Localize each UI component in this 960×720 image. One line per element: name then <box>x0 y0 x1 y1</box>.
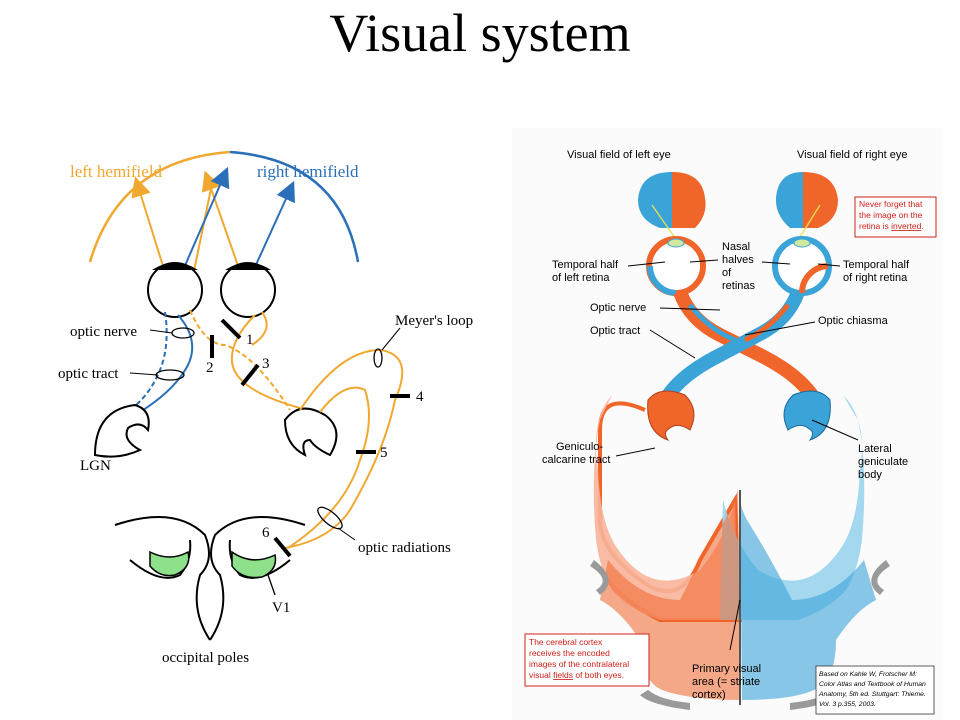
meyers-loop-marker <box>373 348 383 368</box>
left-optic-path-blue-2 <box>139 314 194 413</box>
lateral-label-3: body <box>858 469 882 481</box>
optic-tract-marker <box>155 369 185 381</box>
left-hemifield-label: left hemifield <box>70 162 163 181</box>
svg-text:Color Atlas and Textbook of Hu: Color Atlas and Textbook of Human <box>819 681 926 688</box>
left-schematic-diagram: left hemifield right hemifield optic ner… <box>58 150 473 666</box>
primary-visual-label-2: area (= striate <box>692 676 760 688</box>
nasal-label-1: Nasal <box>722 241 750 253</box>
svg-text:The cerebral cortex: The cerebral cortex <box>529 637 603 647</box>
lgn-label: LGN <box>80 458 111 474</box>
occipital-poles-shape <box>114 516 306 641</box>
lesion-label-3: 3 <box>262 356 270 372</box>
meyers-loop-label: Meyer's loop <box>395 313 473 329</box>
optic-chiasma-label: Optic chiasma <box>818 315 889 327</box>
nasal-label-2: halves <box>722 254 754 266</box>
svg-text:Anatomy, 5th ed. Stuttgart: Th: Anatomy, 5th ed. Stuttgart: Thieme. <box>818 691 926 698</box>
left-visual-field-disc <box>638 172 706 228</box>
svg-text:Vol. 3 p.355, 2003.: Vol. 3 p.355, 2003. <box>819 701 876 708</box>
left-optic-path-orange <box>189 309 291 411</box>
visual-field-left-label: Visual field of left eye <box>567 149 671 161</box>
right-lgn-shape <box>283 407 338 457</box>
optic-radiations-marker <box>317 506 343 530</box>
lesion-label-4: 4 <box>416 389 424 405</box>
visual-field-right-label: Visual field of right eye <box>797 149 907 161</box>
svg-text:retina is inverted.: retina is inverted. <box>859 221 924 231</box>
citation-box: Based on Kahle W, Frotscher M: Color Atl… <box>815 665 935 715</box>
lesion-bar-3 <box>240 363 260 387</box>
lesion-label-2: 2 <box>206 360 214 376</box>
optic-nerve-right <box>658 289 805 404</box>
optic-tract-label: optic tract <box>58 366 119 382</box>
right-orange-out <box>251 311 268 346</box>
v1-region-right <box>231 550 277 579</box>
occipital-poles-label: occipital poles <box>162 650 249 666</box>
right-hemifield-arc <box>229 150 360 263</box>
lesion-label-1: 1 <box>246 332 254 348</box>
cortex-note-box: The cerebral cortex receives the encoded… <box>524 633 650 687</box>
lesion-bar-6 <box>273 536 292 558</box>
lesion-label-5: 5 <box>380 445 388 461</box>
primary-visual-label-3: cortex) <box>692 689 726 701</box>
primary-visual-label-1: Primary visual <box>692 663 761 675</box>
geniculo-label-1: Geniculo- <box>556 441 603 453</box>
svg-text:Based on Kahle W, Frotscher M:: Based on Kahle W, Frotscher M: <box>819 671 917 678</box>
geniculo-label-2: calcarine tract <box>542 454 610 466</box>
optic-nerve-label-right: Optic nerve <box>590 302 646 314</box>
nasal-label-3: of <box>722 267 732 279</box>
occipital-left-cortex <box>600 490 740 700</box>
left-eye <box>147 262 203 318</box>
right-anatomical-diagram: Visual field of left eye Visual field of… <box>512 128 942 720</box>
left-eyeball <box>646 236 706 296</box>
optic-radiation-path <box>287 386 370 549</box>
lesion-label-6: 6 <box>262 525 270 541</box>
right-lgn-body <box>783 390 831 442</box>
optic-radiations-label: optic radiations <box>358 540 451 556</box>
occipital-right-cortex <box>739 490 876 700</box>
right-hemifield-label: right hemifield <box>257 162 359 181</box>
left-optic-path-blue <box>129 311 168 411</box>
lesion-bar-1 <box>220 318 242 340</box>
temporal-right-label-1: Temporal half <box>843 259 910 271</box>
temporal-left-label-2: of left retina <box>552 272 610 284</box>
right-visual-field-disc <box>775 172 838 228</box>
lateral-label-1: Lateral <box>858 443 892 455</box>
optic-nerve-marker <box>171 327 195 339</box>
optic-nerve-label: optic nerve <box>70 324 137 340</box>
v1-label: V1 <box>272 600 290 616</box>
right-eye <box>220 262 276 318</box>
left-lgn-shape <box>93 403 150 458</box>
lateral-label-2: geniculate <box>858 456 908 468</box>
optic-tract-label-right: Optic tract <box>590 325 640 337</box>
page-title: Visual system <box>329 3 631 63</box>
v1-region-left <box>149 550 190 577</box>
right-eyeball <box>772 236 832 296</box>
svg-text:visual fields of both eyes.: visual fields of both eyes. <box>529 670 624 680</box>
svg-text:the image on the: the image on the <box>859 210 923 220</box>
temporal-left-label-1: Temporal half <box>552 259 619 271</box>
svg-text:Never forget that: Never forget that <box>859 199 923 209</box>
inverted-note-box: Never forget that the image on the retin… <box>854 196 937 238</box>
right-optic-path-orange <box>230 314 301 409</box>
svg-text:images of the contralateral: images of the contralateral <box>529 659 629 669</box>
nasal-label-4: retinas <box>722 280 756 292</box>
meyers-loop-path <box>284 348 404 549</box>
left-lgn-body <box>647 390 695 442</box>
temporal-right-label-2: of right retina <box>843 272 908 284</box>
svg-text:receives the encoded: receives the encoded <box>529 648 610 658</box>
